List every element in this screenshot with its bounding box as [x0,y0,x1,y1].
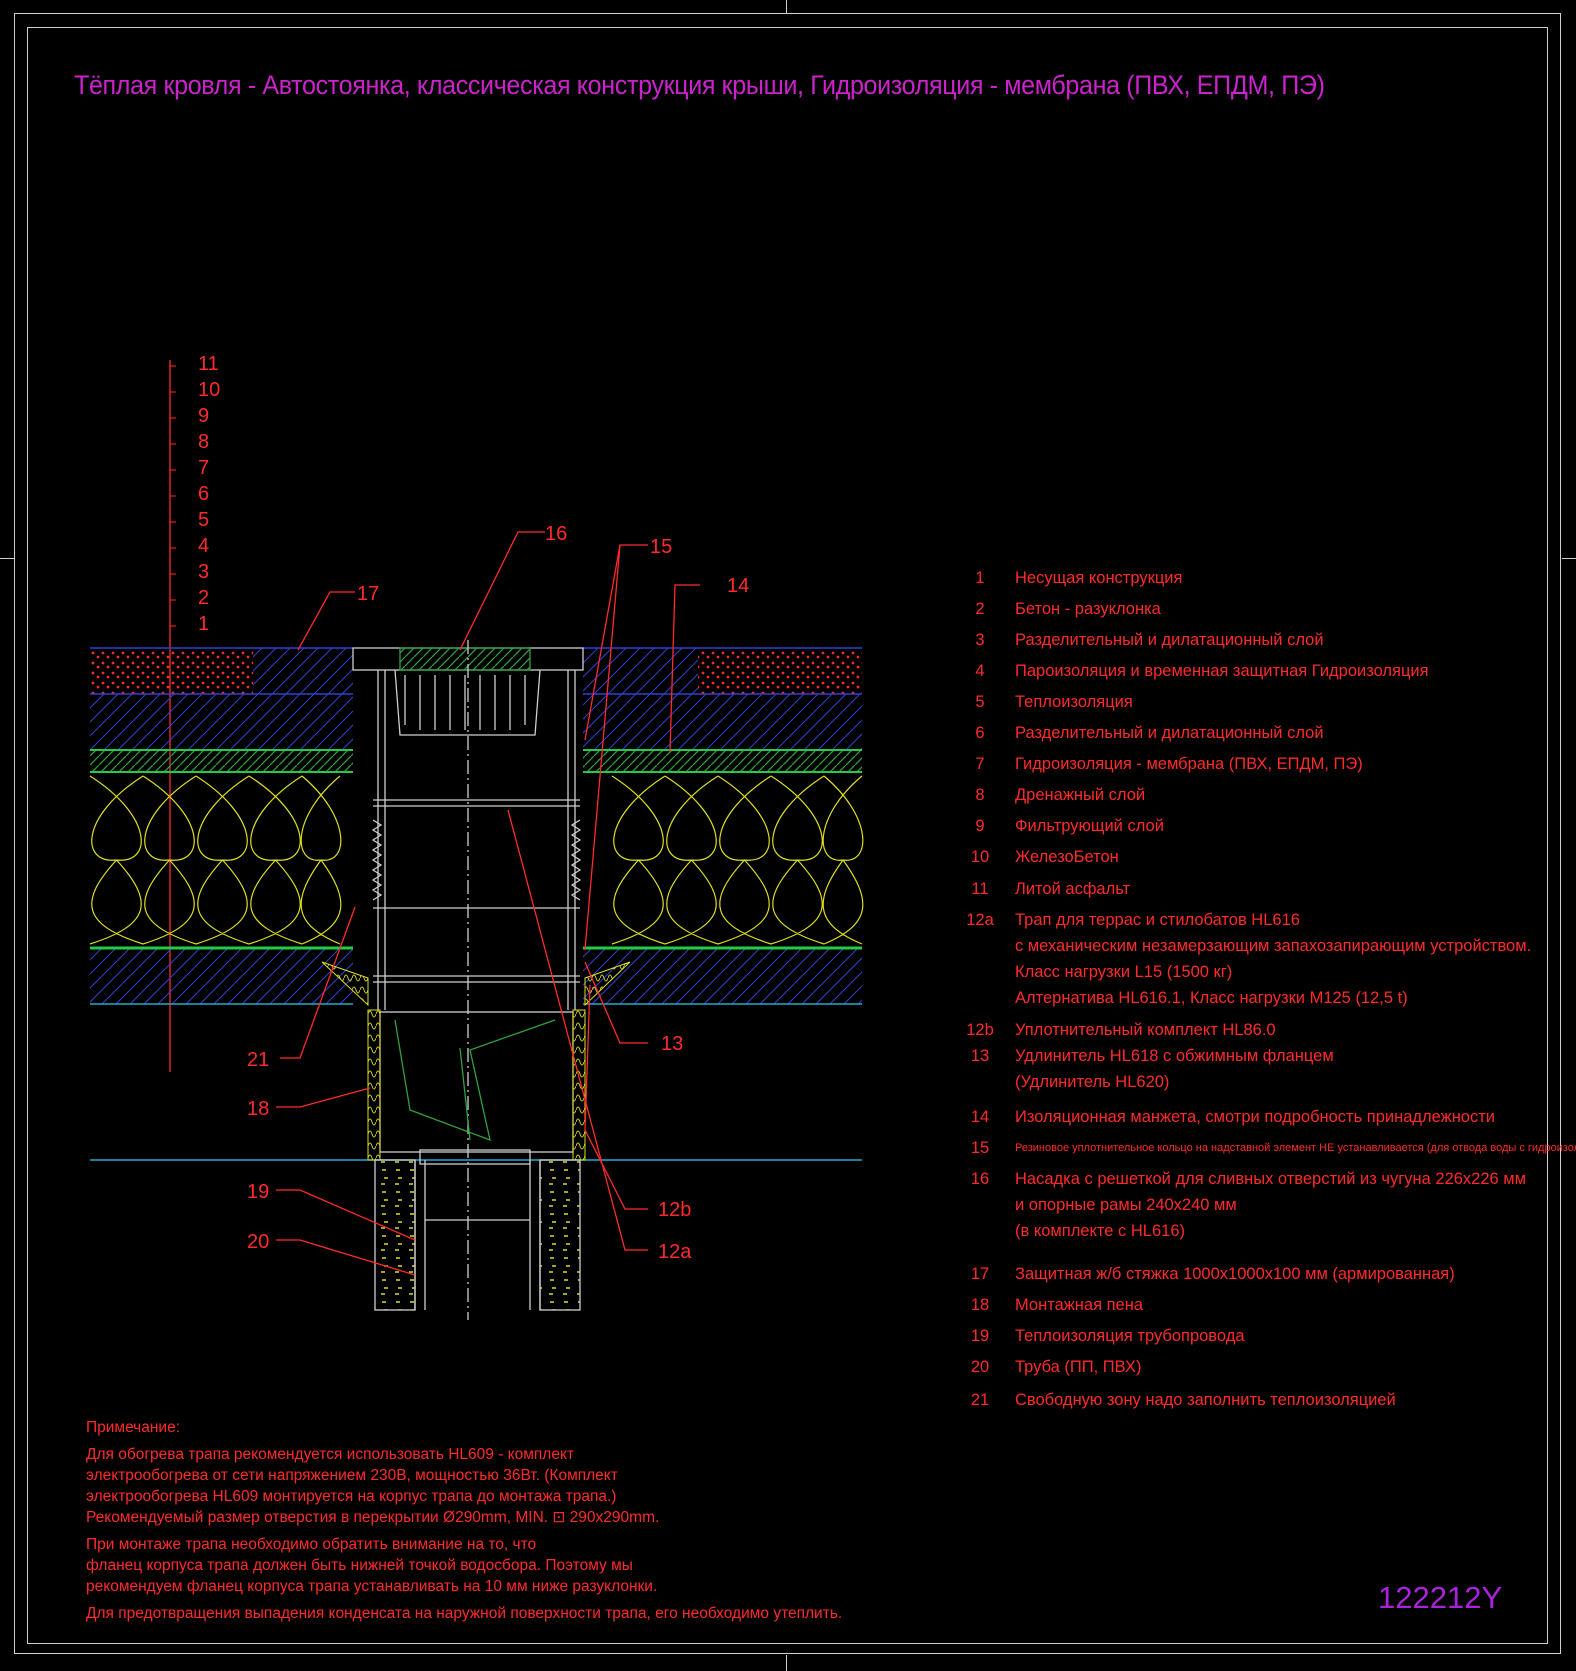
inner-frame [27,27,1548,1644]
scale-label-4: 4 [198,535,210,557]
scale-label-8: 8 [198,431,210,453]
callout-19: 19 [247,1181,269,1203]
legend-number: 7 [975,755,985,773]
legend-number: 5 [975,693,985,711]
legend-text: Разделительный и дилатационный слой [1015,724,1324,742]
legend-number: 18 [970,1296,990,1314]
legend-number: 14 [970,1108,990,1126]
legend-number: 3 [975,631,985,649]
callout-12a: 12a [658,1241,692,1263]
drawing-title: Тёплая кровля - Автостоянка, классическа… [74,70,1325,100]
callout-labels: 16 15 14 17 13 21 18 19 20 12b 12a [247,523,749,1263]
legend-text: Изоляционная манжета, смотри подробность… [1015,1108,1496,1126]
pipe [374,1159,581,1311]
callout-12b: 12b [658,1199,691,1221]
legend-number: 19 [970,1327,990,1345]
legend-number: 12b [966,1021,994,1039]
notes: Примечание: Для обогрева трапа рекомендуе… [86,1417,842,1624]
left-center-tick [0,558,14,559]
legend-number: 6 [975,724,985,742]
legend-number: 10 [970,848,990,866]
legend-text: Насадка с решеткой для сливных отверстий… [1015,1170,1526,1188]
note-line: фланец корпуса трапа должен быть нижней … [86,1557,633,1574]
scale-label-6: 6 [198,483,210,505]
note-line: Для предотвращения выпадения конденсата … [86,1605,843,1622]
drawing-code: 122212Y [1378,1580,1503,1615]
legend-text: Литой асфальт [1015,880,1131,898]
callout-15: 15 [650,536,672,558]
note-line: Для обогрева трапа рекомендуется использ… [86,1446,575,1463]
legend-text: Свободную зону надо заполнить теплоизоля… [1015,1391,1396,1409]
legend-text: Монтажная пена [1015,1296,1144,1314]
roof-layers-right [583,647,862,1005]
legend-number: 21 [970,1391,990,1409]
note-line: электрообогрева от сети напряжением 230В… [86,1467,618,1484]
legend-text: Класс нагрузки L15 (1500 кг) [1015,963,1233,981]
callout-18: 18 [247,1098,269,1120]
note-line: Рекомендуемый размер отверстия в перекры… [86,1509,660,1526]
drain-body [352,640,584,1320]
scale-label-3: 3 [198,561,210,583]
legend-text: и опорные рамы 240x240 мм [1015,1196,1237,1214]
callout-13: 13 [661,1033,683,1055]
legend-number: 17 [970,1265,990,1283]
legend-number: 1 [975,569,985,587]
thermal-insulation [89,775,864,945]
legend-text: Фильтрующий слой [1015,817,1164,835]
legend-number: 8 [975,786,985,804]
right-center-tick [1562,558,1576,559]
callout-leaders [276,531,700,1276]
scale-label-1: 1 [198,613,210,635]
legend-text: Трап для террас и стилобатов HL616 [1015,911,1300,929]
mounting-foam [321,961,631,1161]
legend-text: Теплоизоляция [1015,693,1133,711]
scale-label-7: 7 [198,457,210,479]
legend-text: Теплоизоляция трубопровода [1015,1327,1245,1345]
scale-label-2: 2 [198,587,210,609]
scale-label-9: 9 [198,405,210,427]
legend-number: 12a [966,911,994,929]
legend-number: 20 [970,1358,990,1376]
legend-text: (Удлинитель HL620) [1015,1073,1170,1091]
callout-16: 16 [545,523,567,545]
legend-text: Пароизоляция и временная защитная Гидрои… [1015,662,1429,680]
legend-text: ЖелезоБетон [1015,848,1119,866]
legend-number: 16 [970,1170,990,1188]
callout-14: 14 [727,575,749,597]
note-line: рекомендуем фланец корпуса трапа устанав… [86,1578,658,1595]
legend-text: Удлинитель HL618 с обжимным фланцем [1015,1047,1334,1065]
legend-text: с механическим незамерзающим запахозапир… [1015,937,1532,955]
note-line: электрообогрева HL609 монтируется на кор… [86,1488,617,1505]
legend-text: Уплотнительный комплект HL86.0 [1015,1021,1276,1039]
legend-text: Бетон - разуклонка [1015,600,1161,618]
legend-text: Защитная ж/б стяжка 1000x1000x100 мм (ар… [1015,1265,1455,1283]
legend-text: Дренажный слой [1015,786,1146,804]
legend-number: 11 [971,880,989,898]
note-line: При монтаже трапа необходимо обратить вн… [86,1536,537,1553]
scale-label-10: 10 [198,379,221,401]
bottom-center-tick [786,1655,787,1671]
legend-text: (в комплекте с HL616) [1015,1222,1185,1240]
outer-frame [14,13,1561,1654]
callout-17: 17 [357,583,379,605]
legend-text: Несущая конструкция [1015,569,1183,587]
legend-number: 4 [975,662,985,680]
legend-number: 2 [975,600,985,618]
callout-20: 20 [247,1231,269,1253]
legend-text: Алтернатива HL616.1, Класс нагрузки M125… [1015,989,1408,1007]
legend-text: Разделительный и дилатационный слой [1015,631,1324,649]
legend-number: 13 [970,1047,990,1065]
legend-text: Резиновое уплотнительное кольцо на надст… [1015,1142,1576,1154]
legend-text: Гидроизоляция - мембрана (ПВХ, ЕПДМ, ПЭ) [1015,755,1363,773]
notes-heading: Примечание: [86,1419,181,1436]
legend-number: 9 [975,817,985,835]
scale-label-11: 11 [198,353,219,375]
scale-label-5: 5 [198,509,210,531]
top-center-tick [786,0,787,14]
legend-text: Труба (ПП, ПВХ) [1015,1358,1142,1376]
legend-number: 15 [970,1139,990,1157]
callout-21: 21 [247,1049,269,1071]
roof-layers-left [90,647,353,1005]
